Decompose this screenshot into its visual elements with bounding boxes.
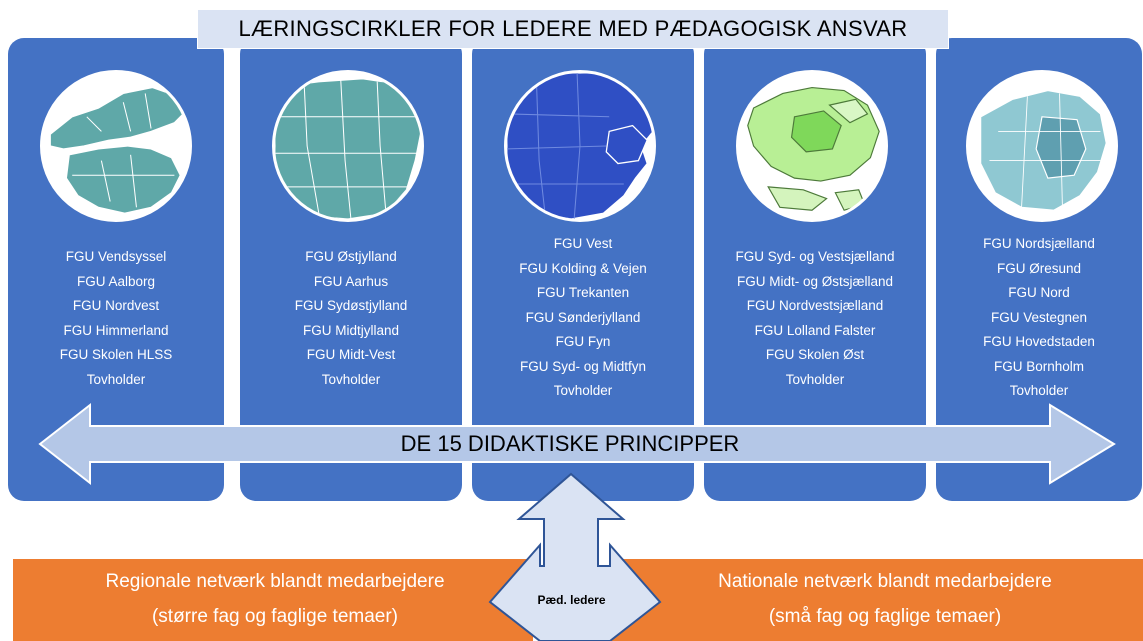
list-item: FGU Fyn [555, 334, 611, 349]
national-line-1: Nationale netværk blandt medarbejdere [718, 571, 1052, 592]
list-item: FGU Syd- og Midtfyn [519, 358, 647, 374]
list-item: FGU Midtjylland [302, 322, 400, 338]
north-jutland-map-icon [40, 70, 192, 222]
list-item: FGU Nord [1008, 285, 1070, 300]
list-item: FGU Kolding & Vejen [519, 260, 647, 276]
list-item: FGU Nordvest [72, 298, 160, 313]
list-item: FGU Trekanten [536, 285, 630, 300]
list-item: Tovholder [86, 371, 146, 387]
page-title: LÆRINGSCIRKLER FOR LEDERE MED PÆDAGOGISK… [238, 16, 908, 41]
column-4-list: FGU Syd- og Vestsjælland FGU Midt- og Øs… [704, 245, 926, 392]
regional-line-1: Regionale netværk blandt medarbejdere [105, 571, 445, 592]
list-item: FGU Vest [553, 236, 613, 251]
title-banner: LÆRINGSCIRKLER FOR LEDERE MED PÆDAGOGISK… [197, 9, 949, 49]
national-network-banner [610, 559, 1143, 641]
list-item: FGU Midt- og Østsjælland [736, 273, 894, 289]
principles-label: DE 15 DIDAKTISKE PRINCIPPER [400, 431, 740, 456]
zealand-map-icon [736, 70, 888, 222]
south-denmark-map-icon [504, 70, 656, 222]
regional-line-2: (større fag og faglige temaer) [151, 606, 399, 627]
column-3-list: FGU Vest FGU Kolding & Vejen FGU Trekant… [472, 232, 694, 404]
list-item: FGU Lolland Falster [754, 322, 876, 338]
column-1-list: FGU Vendsyssel FGU Aalborg FGU Nordvest … [8, 245, 224, 392]
list-item: FGU Hovedstaden [983, 334, 1095, 349]
list-item: Tovholder [785, 371, 845, 387]
list-item: FGU Bornholm [993, 358, 1085, 374]
list-item: FGU Midt-Vest [306, 347, 396, 362]
list-item: FGU Sydøstjylland [294, 298, 408, 313]
list-item: FGU Øresund [996, 260, 1082, 276]
list-item: FGU Sønderjylland [525, 309, 641, 325]
list-item: FGU Himmerland [63, 322, 169, 338]
list-item: FGU Skolen HLSS [59, 347, 173, 362]
list-item: Tovholder [1009, 383, 1069, 398]
list-item: FGU Nordsjælland [983, 236, 1095, 251]
national-network-text: Nationale netværk blandt medarbejdere (s… [640, 564, 1130, 634]
regional-network-banner [13, 559, 533, 641]
list-item: FGU Syd- og Vestsjælland [735, 249, 895, 264]
regional-network-text: Regionale netværk blandt medarbejdere (s… [40, 564, 510, 634]
list-item: FGU Vendsyssel [65, 249, 167, 264]
ped-leaders-label: Pæd. ledere [537, 593, 606, 607]
list-item: FGU Aalborg [76, 273, 156, 289]
column-2-list: FGU Østjylland FGU Aarhus FGU Sydøstjyll… [240, 245, 462, 392]
list-item: Tovholder [553, 383, 613, 398]
east-jutland-map-icon [272, 70, 424, 222]
list-item: FGU Vestegnen [990, 309, 1088, 325]
national-line-2: (små fag og faglige temaer) [768, 606, 1002, 627]
list-item: FGU Østjylland [305, 249, 397, 264]
list-item: FGU Nordvestsjælland [746, 298, 884, 313]
capital-region-map-icon [966, 70, 1118, 222]
list-item: Tovholder [321, 371, 381, 387]
column-5-list: FGU Nordsjælland FGU Øresund FGU Nord FG… [936, 232, 1142, 404]
list-item: FGU Skolen Øst [765, 347, 865, 362]
list-item: FGU Aarhus [313, 273, 389, 289]
